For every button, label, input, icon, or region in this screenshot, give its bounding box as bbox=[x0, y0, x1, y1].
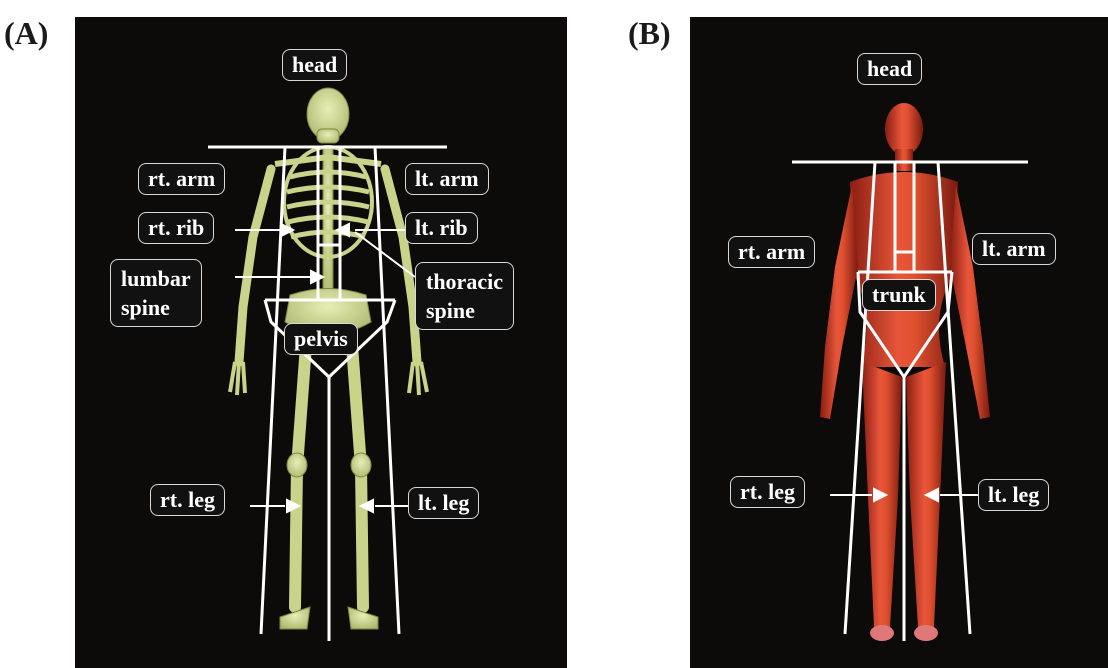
label-thoracic-spine: thoracic spine bbox=[415, 262, 514, 330]
label-pelvis: pelvis bbox=[284, 323, 358, 355]
label-rt-arm: rt. arm bbox=[728, 236, 815, 268]
label-rt-leg: rt. leg bbox=[730, 476, 805, 508]
label-lt-leg: lt. leg bbox=[978, 479, 1049, 511]
panel-b-body: head rt. arm lt. arm trunk rt. leg lt. l… bbox=[690, 17, 1108, 668]
panel-a-skeleton: head rt. arm lt. arm rt. rib lt. rib lum… bbox=[75, 17, 567, 668]
body-figure bbox=[690, 17, 1108, 668]
label-rt-arm: rt. arm bbox=[138, 163, 225, 195]
panel-a-letter: (A) bbox=[4, 15, 48, 52]
label-lt-leg: lt. leg bbox=[408, 487, 479, 519]
label-rt-leg: rt. leg bbox=[150, 484, 225, 516]
label-trunk: trunk bbox=[862, 279, 936, 311]
label-lumbar-spine: lumbar spine bbox=[110, 259, 202, 327]
label-lt-rib: lt. rib bbox=[405, 212, 478, 244]
label-head: head bbox=[857, 53, 922, 85]
label-lt-arm: lt. arm bbox=[972, 233, 1056, 265]
label-lt-arm: lt. arm bbox=[405, 163, 489, 195]
label-rt-rib: rt. rib bbox=[138, 212, 214, 244]
label-head: head bbox=[282, 49, 347, 81]
panel-b-letter: (B) bbox=[628, 15, 671, 52]
